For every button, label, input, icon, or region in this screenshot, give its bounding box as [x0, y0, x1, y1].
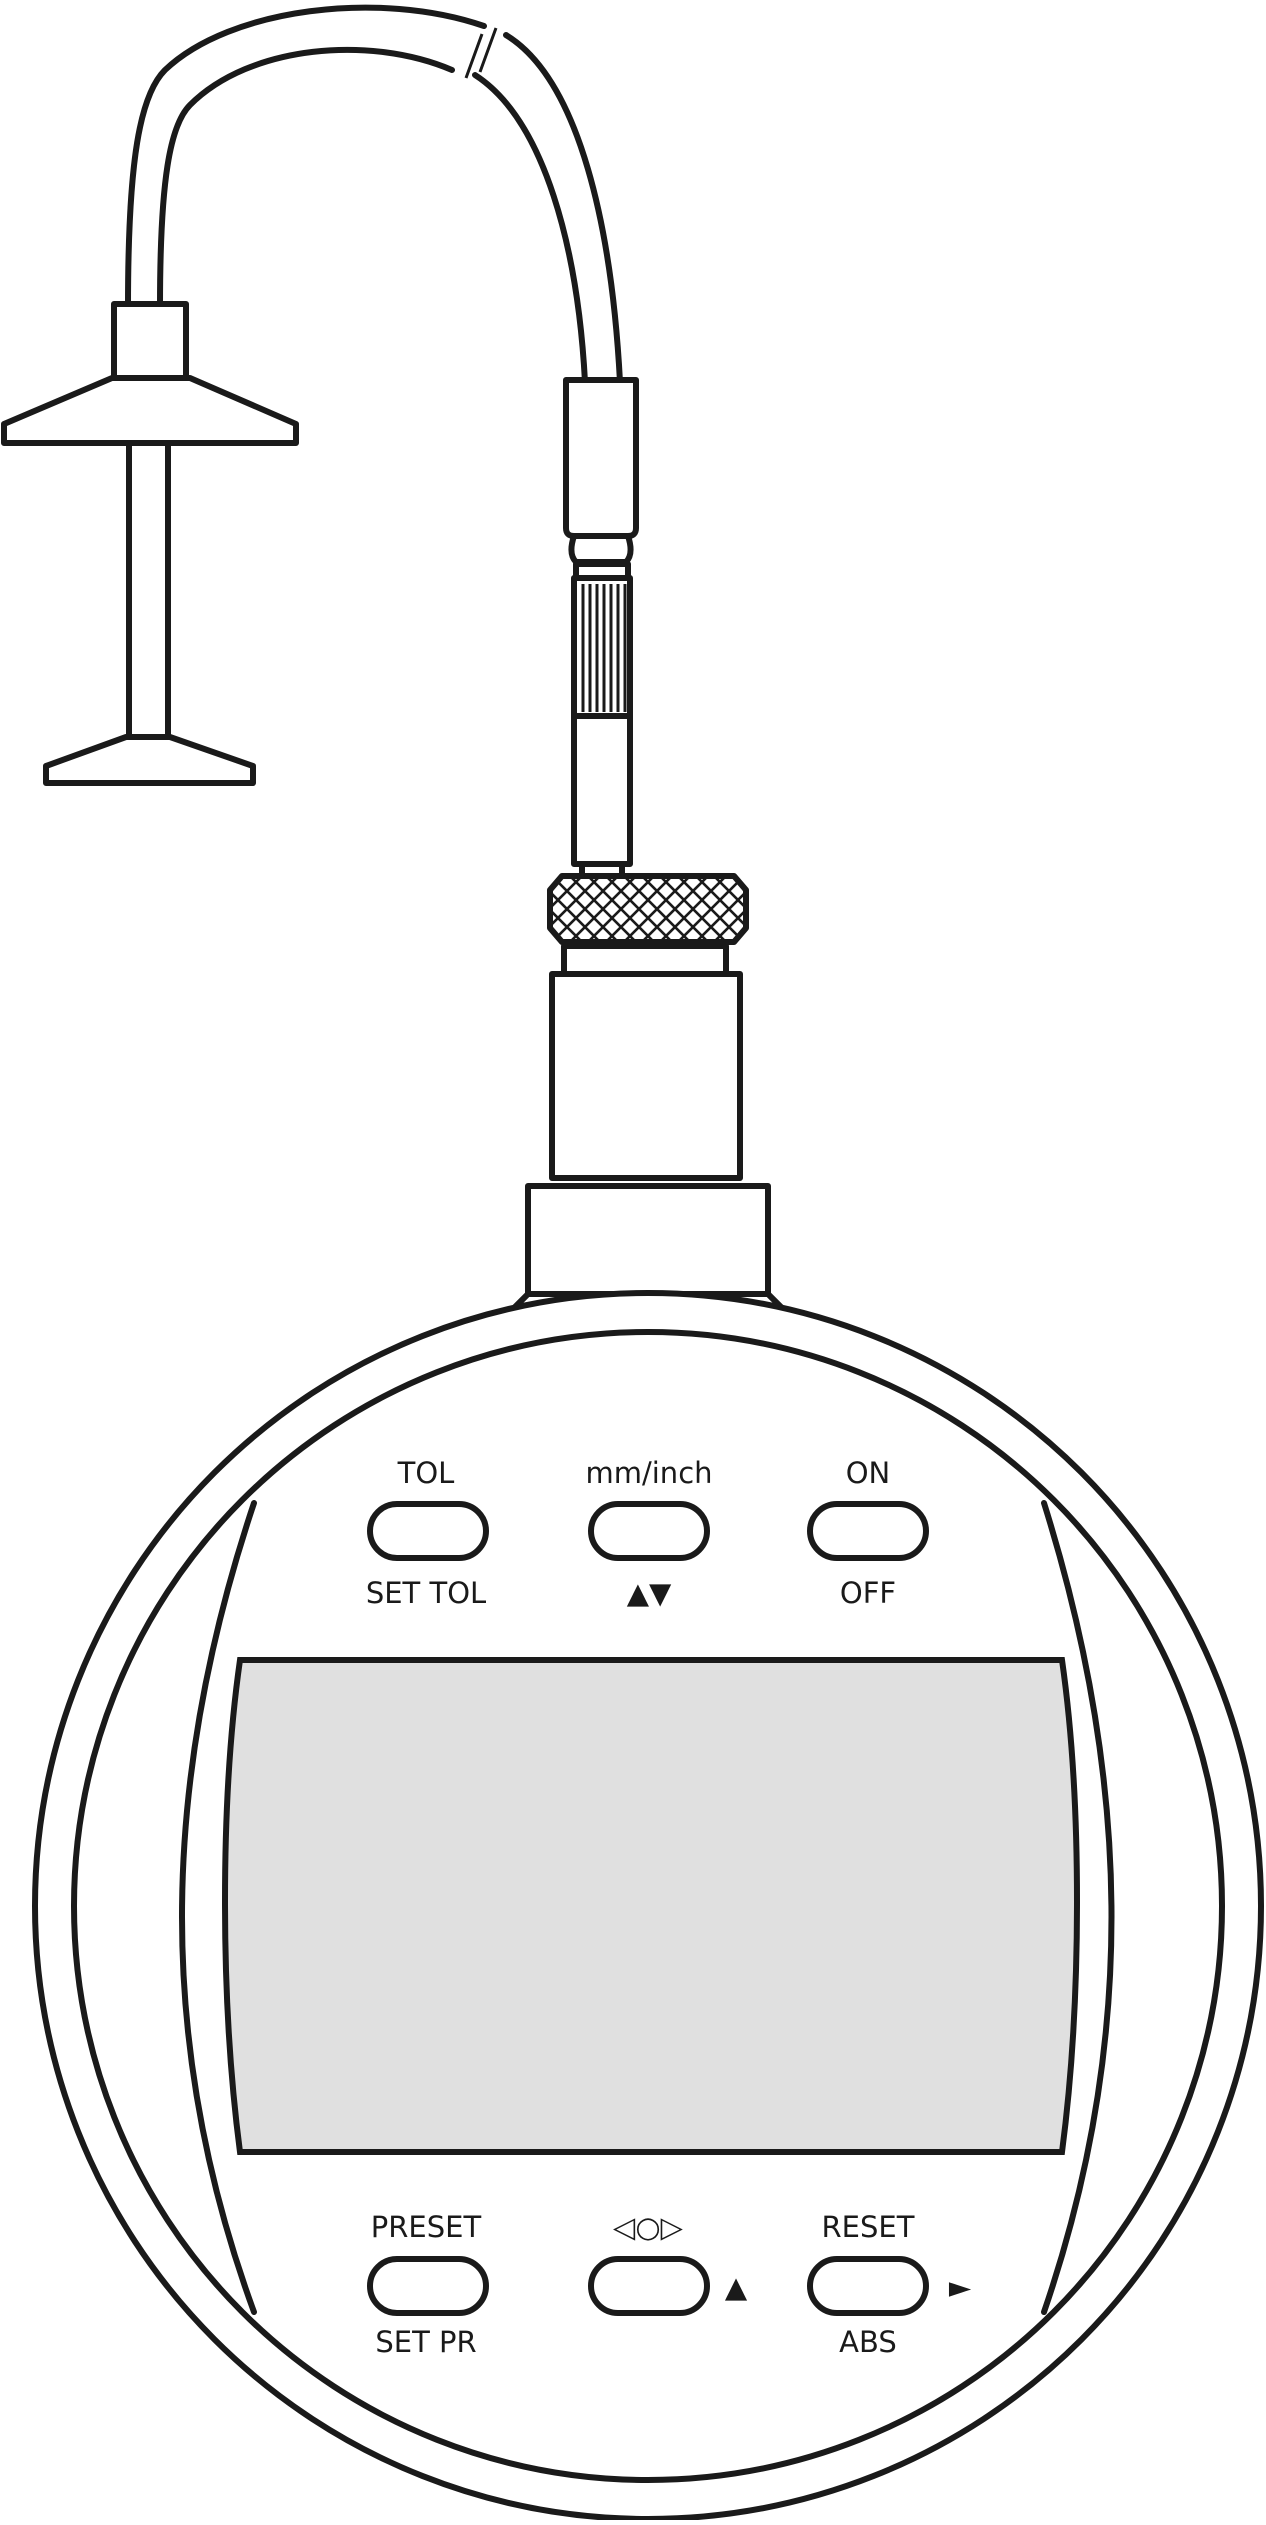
set-tol-label: SET TOL	[366, 1576, 486, 1610]
lcd-display	[222, 1657, 1080, 2155]
on-label: ON	[846, 1456, 891, 1490]
probe-cable	[125, 4, 623, 385]
mm-inch-button[interactable]	[588, 1501, 710, 1561]
up-arrow-label: ▲	[725, 2270, 748, 2304]
set-pr-label: SET PR	[375, 2325, 476, 2359]
on-off-button[interactable]	[807, 1501, 929, 1561]
tol-button-group: TOL SET TOL	[366, 1456, 489, 1610]
right-arrow-label: ►	[949, 2270, 972, 2304]
preset-label: PRESET	[371, 2210, 482, 2244]
mode-button-group: ◁○▷ ▲	[588, 2210, 748, 2316]
preset-button[interactable]	[367, 2256, 489, 2316]
mode-symbols-label: ◁○▷	[612, 2210, 684, 2244]
indicator-stem	[507, 943, 789, 1315]
probe-connector	[563, 377, 639, 879]
off-label: OFF	[840, 1576, 896, 1610]
mode-button[interactable]	[588, 2256, 710, 2316]
knurled-nut	[547, 873, 749, 945]
reset-button[interactable]	[807, 2256, 929, 2316]
up-down-arrows-label: ▲▼	[627, 1576, 672, 1610]
on-off-button-group: ON OFF	[807, 1456, 929, 1610]
preset-button-group: PRESET SET PR	[367, 2210, 489, 2359]
tol-button[interactable]	[367, 1501, 489, 1561]
reset-label: RESET	[822, 2210, 915, 2244]
reset-button-group: RESET ABS ►	[807, 2210, 972, 2359]
tol-label: TOL	[397, 1456, 455, 1490]
abs-label: ABS	[839, 2325, 897, 2359]
mm-inch-label: mm/inch	[585, 1456, 712, 1490]
flat-probe-tip	[1, 301, 299, 786]
mm-inch-button-group: mm/inch ▲▼	[585, 1456, 712, 1610]
